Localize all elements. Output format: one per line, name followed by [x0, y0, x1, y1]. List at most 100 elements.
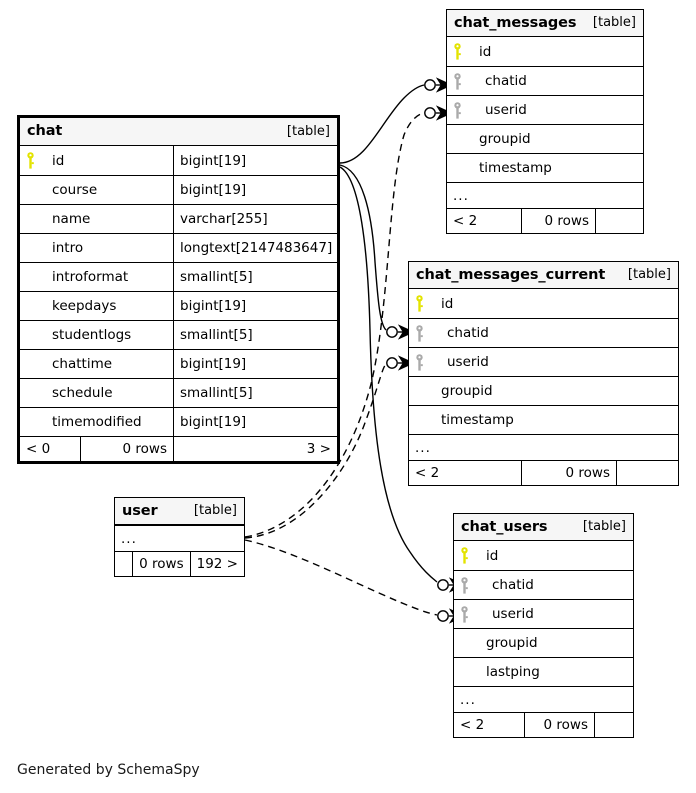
- column-row[interactable]: lastping: [454, 657, 633, 686]
- table-node-user[interactable]: user [table] ... 0 rows 192 >: [114, 497, 245, 577]
- foreign-key-slot: [453, 101, 475, 119]
- column-name: groupid: [479, 131, 531, 147]
- column-name: intro: [52, 240, 84, 256]
- table-header-chat: chat [table]: [20, 118, 337, 146]
- column-row[interactable]: timestamp: [447, 153, 643, 182]
- no-key-slot: [26, 355, 48, 373]
- no-key-slot: [26, 181, 48, 199]
- column-name: keepdays: [52, 298, 117, 314]
- table-node-chat-messages[interactable]: chat_messages [table] id chatid userid grou…: [446, 9, 644, 234]
- footer-right: [594, 713, 633, 737]
- column-type: smallint[5]: [173, 321, 337, 349]
- column-name-cell: id: [20, 146, 173, 175]
- no-key-slot: [26, 239, 48, 257]
- foreign-key-icon: [416, 353, 423, 371]
- column-row[interactable]: introformat smallint[5]: [20, 262, 337, 291]
- column-type: smallint[5]: [173, 263, 337, 291]
- column-name: userid: [447, 354, 489, 370]
- no-key-slot: [460, 663, 482, 681]
- column-row[interactable]: chatid: [409, 318, 678, 347]
- column-name: introformat: [52, 269, 129, 285]
- column-row[interactable]: groupid: [447, 124, 643, 153]
- table-type-label: [table]: [592, 15, 636, 30]
- no-key-slot: [460, 634, 482, 652]
- footer-middle: 0 rows: [521, 209, 595, 233]
- column-name: id: [441, 295, 454, 312]
- table-type-label: [table]: [627, 267, 671, 282]
- footer-left: [115, 552, 132, 576]
- table-name: chat_messages: [454, 14, 577, 31]
- table-footer-user: 0 rows 192 >: [115, 551, 244, 576]
- footer-middle: 0 rows: [80, 437, 173, 461]
- table-footer-chat: < 0 0 rows 3 >: [20, 436, 337, 461]
- column-type: bigint[19]: [173, 146, 337, 175]
- column-name-cell: timestamp: [409, 406, 678, 434]
- foreign-key-slot: [453, 72, 475, 90]
- footer-left: < 2: [460, 717, 485, 733]
- table-type-label: [table]: [286, 123, 330, 139]
- edge-chat-to-chat-messages-current: [339, 164, 415, 340]
- column-name: chatid: [492, 577, 534, 593]
- table-name: user: [122, 502, 158, 519]
- column-row[interactable]: id: [454, 541, 633, 570]
- footer-left: < 0: [26, 441, 51, 457]
- footer-right: [595, 209, 643, 233]
- column-row[interactable]: id: [409, 289, 678, 318]
- primary-key-slot: [415, 295, 437, 313]
- column-name-cell: timemodified: [20, 408, 173, 436]
- table-footer-chat-messages: < 2 0 rows: [447, 208, 643, 233]
- footer-right: [616, 461, 678, 485]
- column-row[interactable]: chatid: [454, 570, 633, 599]
- column-type: bigint[19]: [173, 292, 337, 320]
- column-name-cell: groupid: [409, 377, 678, 405]
- column-row[interactable]: userid: [454, 599, 633, 628]
- column-name: name: [52, 211, 91, 227]
- foreign-key-icon: [454, 101, 461, 119]
- column-name: lastping: [486, 664, 540, 680]
- column-name-cell: userid: [447, 96, 643, 124]
- foreign-key-icon: [461, 576, 468, 594]
- column-name: id: [486, 547, 499, 564]
- no-key-slot: [26, 297, 48, 315]
- column-row[interactable]: userid: [409, 347, 678, 376]
- column-row[interactable]: chatid: [447, 66, 643, 95]
- no-key-slot: [453, 130, 475, 148]
- table-type-label: [table]: [193, 503, 237, 518]
- foreign-key-icon: [416, 324, 423, 342]
- column-name: id: [479, 43, 492, 60]
- column-row[interactable]: id: [447, 37, 643, 66]
- column-name: course: [52, 182, 98, 198]
- column-row[interactable]: userid: [447, 95, 643, 124]
- column-name-cell: chatid: [447, 67, 643, 95]
- primary-key-slot: [26, 152, 48, 170]
- footer-left: < 2: [415, 465, 440, 481]
- table-name: chat_users: [461, 518, 548, 535]
- column-name-cell: chattime: [20, 350, 173, 378]
- column-row[interactable]: groupid: [409, 376, 678, 405]
- column-row[interactable]: keepdays bigint[19]: [20, 291, 337, 320]
- primary-key-icon: [454, 43, 461, 60]
- column-name-cell: userid: [454, 600, 633, 628]
- column-name-cell: id: [409, 289, 678, 318]
- column-row[interactable]: timestamp: [409, 405, 678, 434]
- generator-credit: Generated by SchemaSpy: [17, 762, 200, 778]
- no-key-slot: [415, 382, 437, 400]
- column-name: userid: [485, 102, 527, 118]
- table-footer-chat-messages-current: < 2 0 rows: [409, 460, 678, 485]
- column-name-cell: course: [20, 176, 173, 204]
- column-row[interactable]: groupid: [454, 628, 633, 657]
